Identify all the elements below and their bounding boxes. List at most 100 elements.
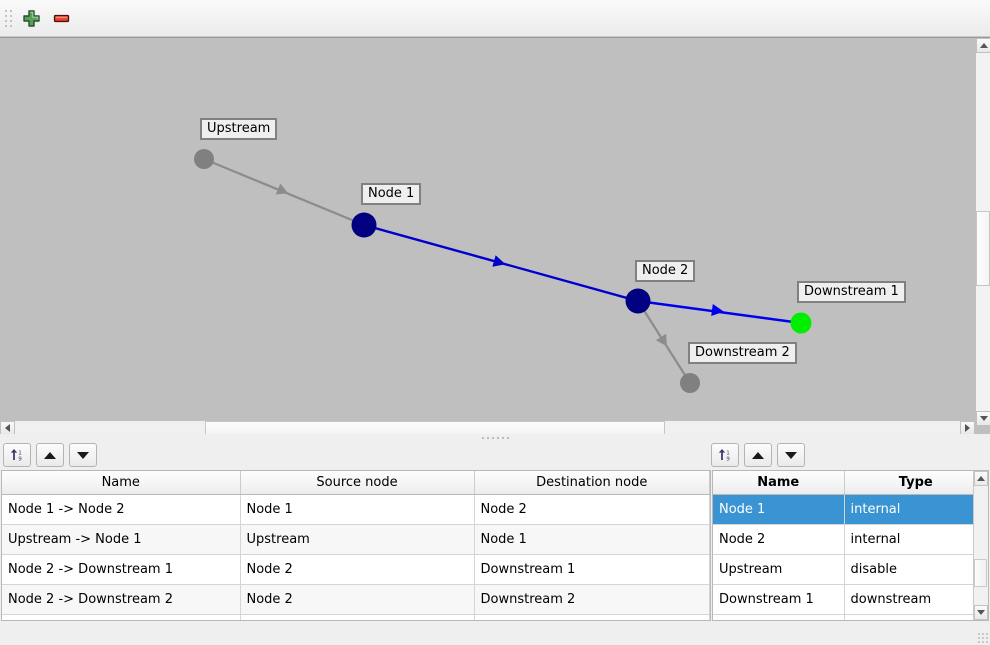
arrow-down-icon: [979, 416, 988, 421]
graph-node-upstream[interactable]: [194, 149, 214, 169]
remove-button[interactable]: [46, 4, 76, 32]
node-label-upstream[interactable]: Upstream: [200, 118, 278, 140]
scroll-down-button[interactable]: [976, 411, 990, 426]
column-header-name[interactable]: Name: [713, 471, 845, 495]
svg-text:9: 9: [726, 457, 730, 463]
connections-table[interactable]: Name Source node Destination node Node 1…: [1, 470, 711, 621]
table-row[interactable]: Upstream -> Node 1 Upstream Node 1: [2, 524, 710, 555]
cell-source: Node 1: [240, 494, 475, 525]
connections-table-body: Node 1 -> Node 2 Node 1 Node 2 Upstream …: [2, 494, 710, 620]
scroll-down-button[interactable]: [974, 605, 988, 620]
node-label-downstream1[interactable]: Downstream 1: [797, 281, 906, 303]
cell-empty: [474, 614, 710, 620]
table-row[interactable]: Node 2 internal: [713, 524, 988, 555]
cell-name: Node 1 -> Node 2: [2, 494, 241, 525]
canvas-horizontal-scrollbar[interactable]: [0, 420, 975, 435]
main-toolbar: [0, 0, 990, 37]
table-row[interactable]: Node 2 -> Downstream 2 Node 2 Downstream…: [2, 584, 710, 615]
column-header-source-node[interactable]: Source node: [240, 471, 475, 495]
graph-node-downstream1[interactable]: [790, 312, 812, 334]
connections-sort-button[interactable]: 1 9: [3, 443, 31, 467]
column-header-destination-node[interactable]: Destination node: [474, 471, 710, 495]
cell-type: internal: [844, 524, 988, 555]
cell-destination: Downstream 1: [474, 554, 710, 585]
table-row[interactable]: Downstream 1 downstream: [713, 584, 988, 615]
scroll-right-button[interactable]: [960, 421, 975, 435]
connections-move-down-button[interactable]: [69, 443, 97, 467]
sort-icon: 1 9: [718, 449, 730, 463]
arrow-down-icon: [77, 451, 89, 459]
sort-icon: 1 9: [10, 449, 22, 463]
connections-toolbar: 1 9: [3, 443, 97, 467]
arrow-down-icon: [785, 451, 797, 459]
svg-text:1: 1: [18, 450, 22, 456]
nodes-table-body: Node 1 internal Node 2 internal Upstream…: [713, 494, 988, 620]
horizontal-scroll-thumb[interactable]: [205, 421, 665, 435]
arrow-up-icon: [979, 43, 988, 48]
connections-move-up-button[interactable]: [36, 443, 64, 467]
table-row[interactable]: Upstream disable: [713, 554, 988, 585]
column-header-type[interactable]: Type: [844, 471, 988, 495]
cell-name: Node 2 -> Downstream 1: [2, 554, 241, 585]
plus-icon: [22, 9, 40, 27]
graph-svg: [194, 149, 812, 393]
vertical-scroll-thumb[interactable]: [974, 559, 987, 587]
cell-empty: [844, 614, 988, 620]
panel-splitter[interactable]: [0, 434, 990, 441]
nodes-grid: Name Type Node 1 internal Node 2 interna…: [713, 471, 988, 620]
tables-area: Name Source node Destination node Node 1…: [0, 470, 990, 645]
nodes-table[interactable]: Name Type Node 1 internal Node 2 interna…: [712, 470, 989, 621]
edge-node2-downstream2[interactable]: [637, 300, 691, 384]
node-label-downstream2[interactable]: Downstream 2: [688, 342, 797, 364]
splitter-grip-icon: [481, 436, 509, 439]
graph-node-node1[interactable]: [351, 212, 377, 238]
nodes-move-up-button[interactable]: [744, 443, 772, 467]
graph-viewport[interactable]: Upstream Node 1 Node 2 Downstream 1 Down…: [0, 38, 975, 426]
canvas-vertical-scrollbar[interactable]: [975, 38, 990, 426]
table-row[interactable]: Node 1 -> Node 2 Node 1 Node 2: [2, 494, 710, 525]
nodes-table-scrollbar[interactable]: [973, 471, 988, 620]
table-empty-row: [2, 614, 710, 620]
cell-source: Node 2: [240, 554, 475, 585]
nodes-move-down-button[interactable]: [777, 443, 805, 467]
cell-type: internal: [844, 494, 988, 525]
arrow-up-icon: [752, 451, 764, 459]
table-row-selected[interactable]: Node 1 internal: [713, 494, 988, 525]
graph-canvas-area: Upstream Node 1 Node 2 Downstream 1 Down…: [0, 37, 990, 441]
edge-upstream-node1[interactable]: [203, 157, 365, 227]
scroll-up-button[interactable]: [974, 471, 988, 486]
cell-type: disable: [844, 554, 988, 585]
cell-destination: Node 1: [474, 524, 710, 555]
cell-name: Downstream 1: [713, 584, 845, 615]
cell-empty: [240, 614, 475, 620]
window-resize-grip[interactable]: [978, 633, 988, 643]
vertical-scroll-thumb[interactable]: [976, 211, 990, 286]
edge-node2-downstream1[interactable]: [637, 299, 802, 325]
scroll-up-button[interactable]: [976, 38, 990, 53]
cell-name: Node 1: [713, 494, 845, 525]
graph-node-downstream2[interactable]: [680, 373, 700, 393]
graph-node-node2[interactable]: [625, 288, 651, 314]
cell-destination: Node 2: [474, 494, 710, 525]
nodes-sort-button[interactable]: 1 9: [711, 443, 739, 467]
table-header-row: Name Source node Destination node: [2, 471, 710, 495]
table-empty-row: [713, 614, 988, 620]
arrow-right-icon: [965, 424, 970, 432]
table-row[interactable]: Node 2 -> Downstream 1 Node 2 Downstream…: [2, 554, 710, 585]
node-label-node2[interactable]: Node 2: [635, 260, 696, 282]
toolbar-drag-handle[interactable]: [3, 7, 13, 29]
minus-icon: [53, 14, 69, 22]
scroll-left-button[interactable]: [0, 421, 15, 435]
cell-name: Upstream: [713, 554, 845, 585]
nodes-toolbar: 1 9: [711, 443, 805, 467]
add-button[interactable]: [16, 4, 46, 32]
cell-empty: [713, 614, 845, 620]
arrow-up-icon: [44, 451, 56, 459]
column-header-name[interactable]: Name: [2, 471, 241, 495]
node-label-node1[interactable]: Node 1: [361, 183, 422, 205]
table-toolbars: 1 9 1 9: [0, 441, 990, 470]
cell-source: Node 2: [240, 584, 475, 615]
edge-node1-node2[interactable]: [363, 223, 639, 303]
vertical-scroll-track[interactable]: [976, 53, 990, 411]
